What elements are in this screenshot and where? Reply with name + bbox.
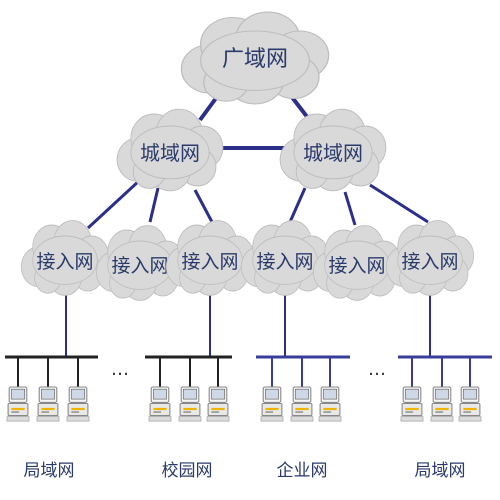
network-label-enterprise: 企业网	[277, 461, 328, 481]
clouds: 广域网 城域网 城域网 接入网 接入网 接入网 接入网 接入网 接入网	[20, 11, 475, 301]
man-left-to-access-2	[148, 187, 160, 223]
access-label-1: 接入网	[36, 251, 93, 273]
lan-buses	[5, 292, 492, 389]
computer-icon	[66, 386, 90, 422]
access-label-5: 接入网	[328, 255, 385, 277]
wan-label: 广域网	[222, 47, 288, 72]
man-right-to-access-5	[343, 191, 357, 226]
ellipsis-left: …	[111, 359, 131, 380]
access-label-6: 接入网	[401, 251, 458, 273]
computer-icon	[36, 386, 60, 422]
computer-icon	[458, 386, 482, 422]
access-label-2: 接入网	[111, 255, 168, 277]
ellipsis-right: …	[368, 359, 388, 380]
man-left-to-access-3	[193, 189, 214, 223]
computers	[6, 386, 482, 422]
access-label-4: 接入网	[256, 251, 313, 273]
man-label-right: 城域网	[303, 141, 363, 165]
computer-icon	[318, 386, 342, 422]
computer-icon	[206, 386, 230, 422]
computer-icon	[148, 386, 172, 422]
computer-icon	[400, 386, 424, 422]
computer-icon	[178, 386, 202, 422]
network-label-lan-right: 局域网	[415, 461, 466, 481]
access-label-3: 接入网	[181, 251, 238, 273]
man-right-to-access-4	[288, 187, 307, 223]
man-right-to-access-6	[369, 183, 429, 224]
computer-icon	[260, 386, 284, 422]
computer-icon	[290, 386, 314, 422]
man-label-left: 城域网	[140, 141, 200, 165]
computer-icon	[6, 386, 30, 422]
computer-icon	[430, 386, 454, 422]
network-label-campus: 校园网	[162, 461, 213, 481]
network-label-lan-left: 局域网	[24, 461, 75, 481]
man-left-to-access-1	[86, 178, 142, 230]
